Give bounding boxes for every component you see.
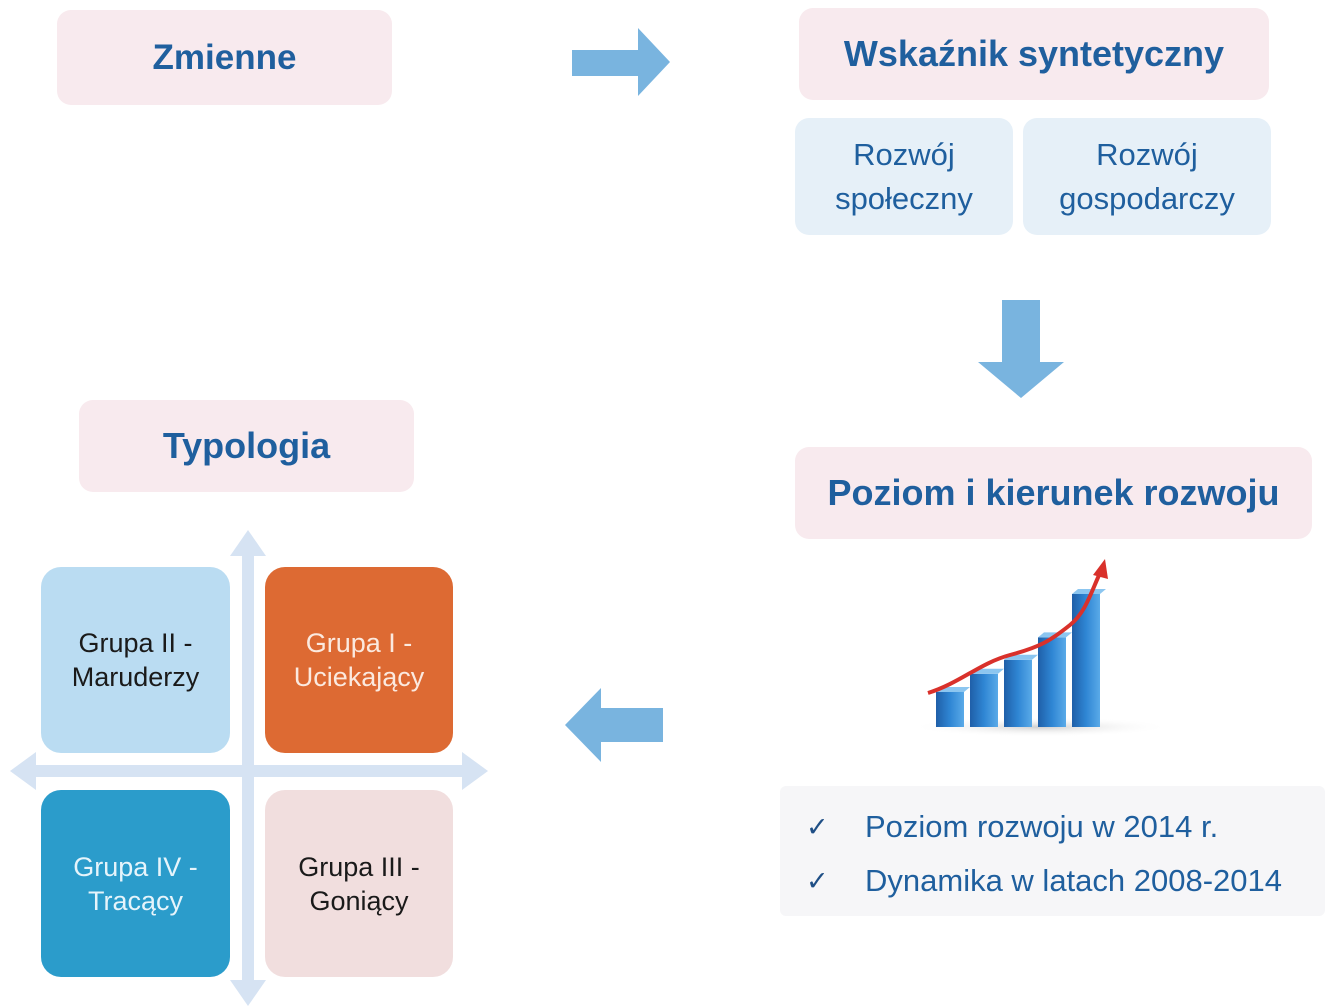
checkmark-icon: ✓ — [806, 865, 829, 897]
arrow-down-icon — [978, 300, 1064, 398]
typology-label: Typologia — [162, 425, 331, 466]
group-iv-quadrant: Grupa IV - Tracący — [41, 790, 230, 977]
checkmark-icon: ✓ — [806, 811, 829, 843]
growth-bar — [936, 692, 964, 727]
group-iv-line1: Grupa IV - — [73, 851, 198, 882]
group-iv-line2: Tracący — [87, 885, 183, 916]
arrow-left-icon — [565, 688, 663, 762]
criteria-list: ✓ Poziom rozwoju w 2014 r. ✓ Dynamika w … — [780, 786, 1325, 916]
social-development-line1: Rozwój — [853, 136, 955, 172]
group-iii-quadrant: Grupa III - Goniący — [265, 790, 453, 977]
social-development-line2: społeczny — [835, 180, 973, 216]
group-ii-line1: Grupa II - — [78, 628, 193, 658]
growth-bar — [1038, 637, 1066, 727]
economic-development-line2: gospodarczy — [1059, 180, 1235, 216]
group-ii-quadrant: Grupa II - Maruderzy — [41, 567, 230, 753]
group-iii-line2: Goniący — [309, 885, 409, 916]
variables-label: Zmienne — [152, 37, 297, 77]
economic-development-box: Rozwój gospodarczy — [1023, 118, 1271, 235]
growth-bar — [1004, 659, 1032, 727]
synthetic-indicator-box: Wskaźnik syntetyczny — [799, 8, 1269, 100]
growth-bar-top — [1072, 589, 1106, 594]
group-ii-line2: Maruderzy — [71, 662, 200, 692]
typology-box: Typologia — [79, 400, 414, 492]
typology-axes — [10, 530, 488, 1006]
criteria-item: ✓ Dynamika w latach 2008-2014 — [780, 854, 1325, 908]
variables-box: Zmienne — [57, 10, 392, 105]
synthetic-indicator-label: Wskaźnik syntetyczny — [843, 33, 1225, 74]
criteria-label: Poziom rozwoju w 2014 r. — [865, 809, 1219, 844]
group-i-line1: Grupa I - — [305, 628, 413, 658]
economic-development-line1: Rozwój — [1096, 136, 1198, 172]
social-development-box: Rozwój społeczny — [795, 118, 1013, 235]
growth-bar — [970, 673, 998, 727]
criteria-label: Dynamika w latach 2008-2014 — [865, 863, 1283, 898]
group-i-quadrant: Grupa I - Uciekający — [265, 567, 453, 753]
growth-bar — [1072, 594, 1100, 727]
growth-chart-icon — [910, 559, 1170, 737]
growth-trend-arrowhead — [1093, 559, 1108, 579]
arrow-right-icon — [572, 28, 670, 96]
development-level-label: Poziom i kierunek rozwoju — [827, 472, 1280, 513]
criteria-item: ✓ Poziom rozwoju w 2014 r. — [780, 800, 1325, 854]
growth-trend-line — [927, 572, 1102, 695]
group-i-line2: Uciekający — [293, 662, 425, 692]
group-iii-line1: Grupa III - — [298, 851, 420, 882]
development-level-box: Poziom i kierunek rozwoju — [795, 447, 1312, 539]
